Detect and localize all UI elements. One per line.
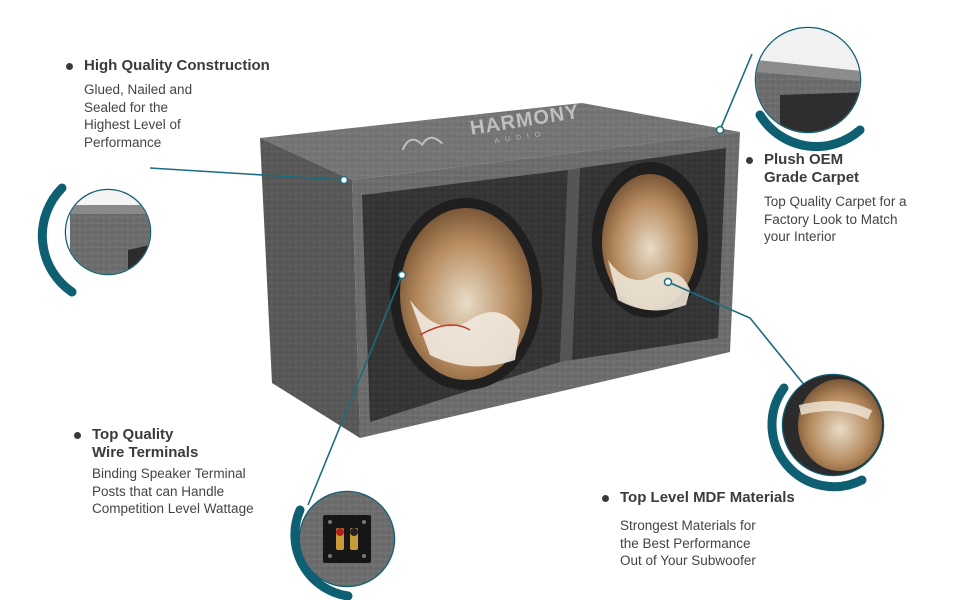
- mdf-zoom-bubble: [767, 373, 885, 492]
- bullet-dot: [66, 63, 73, 70]
- callout-lines: [149, 53, 811, 506]
- feature-carpet-desc: Top Quality Carpet for a Factory Look to…: [764, 194, 907, 244]
- construction-zoom-bubble: [37, 183, 152, 297]
- feature-mdf-title: Top Level MDF Materials: [602, 489, 795, 507]
- feature-terminals-title: Top Quality Wire Terminals: [74, 426, 254, 462]
- bullet-dot: [74, 432, 81, 439]
- feature-construction-title: High Quality Construction: [66, 57, 270, 75]
- bullet-dot: [746, 157, 753, 164]
- terminal-zoom-bubble: [290, 490, 396, 600]
- feature-terminals: Top Quality Wire Terminals Binding Speak…: [74, 426, 254, 518]
- box-top-panel: [260, 103, 740, 180]
- bullet-dot: [602, 495, 609, 502]
- feature-construction-desc: Glued, Nailed and Sealed for the Highest…: [84, 82, 193, 150]
- feature-terminals-desc: Binding Speaker Terminal Posts that can …: [92, 466, 254, 516]
- callout-dots: [339, 125, 725, 287]
- feature-mdf-desc: Strongest Materials for the Best Perform…: [620, 518, 756, 568]
- feature-carpet: Plush OEM Grade Carpet Top Quality Carpe…: [746, 151, 907, 246]
- carpet-zoom-bubble: [754, 26, 865, 151]
- feature-mdf: Top Level MDF Materials Strongest Materi…: [602, 489, 795, 570]
- box-side-panel: [260, 138, 360, 438]
- feature-carpet-title: Plush OEM Grade Carpet: [746, 151, 907, 187]
- feature-construction: High Quality Construction Glued, Nailed …: [66, 57, 270, 151]
